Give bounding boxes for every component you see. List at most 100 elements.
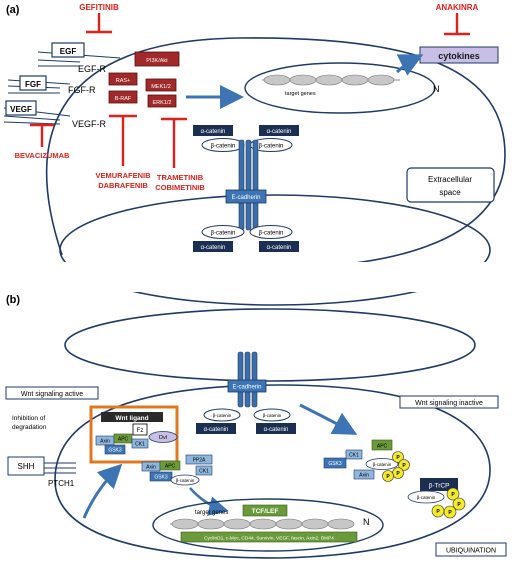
- alpha-catenin-a1-label: α-catenin: [201, 129, 226, 135]
- ck1-box-3: [345, 449, 363, 460]
- egf-label: EGF: [60, 47, 77, 56]
- beta-catenin-b3: [170, 474, 200, 486]
- beta-catenin-a4-label: β-catenin: [259, 231, 284, 237]
- phosphate-2d-label: P: [436, 509, 440, 515]
- ck1-box-1: [131, 438, 149, 449]
- phosphate-2c-label: P: [448, 510, 452, 516]
- beta-catenin-b1-label: β-catenin: [213, 413, 232, 418]
- alpha-catenin-a4-box: [259, 241, 299, 252]
- phosphate-group-2: [431, 487, 466, 519]
- mek-label: MEK1/2: [151, 84, 171, 90]
- vegf-box: [5, 100, 37, 116]
- target-genes-a-label: target genes: [285, 91, 316, 97]
- phosphate-1d-label: P: [386, 474, 390, 480]
- cytokines-label: cytokines: [438, 51, 480, 61]
- gsk3-label-1: GSK3: [108, 448, 122, 454]
- beta-catenin-b4-label: β-catenin: [373, 462, 392, 467]
- phosphate-2a-label: P: [451, 492, 455, 498]
- ras-box: [108, 72, 138, 86]
- nucleus-to-cytokines-arrow: [395, 54, 424, 76]
- extracellular-space-box: [406, 167, 495, 203]
- anakinra-label: ANAKINRA: [436, 3, 479, 12]
- lower-cell-membrane: [59, 194, 491, 306]
- beta-catenin-a3: [201, 225, 245, 239]
- beta-catenin-b2: [253, 408, 291, 422]
- gsk3-box-3: [323, 457, 347, 469]
- inhibition-label-line1: Inhibition of: [12, 415, 45, 422]
- alpha-catenin-b1-label: α-catenin: [204, 427, 229, 433]
- wnt-active-label: Wnt signaling active: [21, 391, 83, 398]
- target-genes-b-label: target genes: [195, 510, 228, 516]
- beta-catenin-b3-label: β-catenin: [176, 478, 195, 483]
- phosphate-1c-label: P: [396, 471, 400, 477]
- trametinib-inhibitor-icon: [161, 117, 187, 168]
- nucleosomes-a: [263, 74, 395, 86]
- beta-catenin-b4: [365, 458, 399, 470]
- braf-label: B-RAF: [115, 96, 132, 102]
- dvl-ellipse: [148, 431, 178, 443]
- btrcp-label: β-TrCP: [429, 483, 450, 490]
- alpha-catenin-b2-box: [256, 423, 296, 434]
- wnt-ligand-box: [101, 412, 163, 422]
- braf-box: [108, 90, 138, 104]
- alpha-catenin-a3-label: α-catenin: [201, 245, 226, 251]
- gsk3-label-2: GSK3: [154, 475, 168, 481]
- cobimetinib-label: COBIMETINIB: [155, 183, 205, 192]
- vemurafenib-label: VEMURAFENIB: [95, 171, 151, 180]
- dabrafenib-label: DABRAFENIB: [98, 181, 148, 190]
- trametinib-label: TRAMETINIB: [157, 173, 204, 182]
- phosphate-2b-label: P: [457, 502, 461, 508]
- nucleus-b: [152, 498, 384, 552]
- e-cadherin-a-label: E-cadherin: [231, 195, 260, 201]
- e-cadherin-b-rods: [237, 351, 258, 408]
- fz-box: [132, 423, 148, 436]
- gsk3-box-2: [149, 471, 173, 482]
- shh-box: [7, 456, 45, 476]
- vegfr-label: VEGF-R: [72, 119, 107, 129]
- fgf-box: [19, 75, 47, 91]
- e-cadherin-b-box: [227, 379, 267, 393]
- anakinra-inhibitor-icon: [444, 13, 470, 36]
- btrcp-box: [420, 478, 458, 491]
- gene-list-box: [180, 531, 358, 543]
- ck1-box-2: [195, 465, 213, 476]
- beta-catenin-b5-label: β-catenin: [417, 495, 436, 500]
- gene-list-label: CyclinD1, c-Myc, CD44, Survivin, VEGF, f…: [204, 536, 334, 542]
- wnt-ligand-label: Wnt ligand: [115, 415, 148, 422]
- apc-box-2: [159, 460, 181, 471]
- apc-box-3: [371, 439, 393, 451]
- beta-catenin-b5: [407, 490, 445, 504]
- vegf-label: VEGF: [10, 105, 32, 114]
- pp2a-label: PP2A: [193, 458, 206, 464]
- egfr-label: EGF-R: [78, 64, 106, 74]
- wnt-inactive-label: Wnt signaling inactive: [415, 400, 483, 407]
- alpha-catenin-a2-label: α-catenin: [267, 129, 292, 135]
- lower-cell-b-membrane: [54, 384, 491, 559]
- beta-catenin-a4: [249, 225, 293, 239]
- wnt-active-highlight-box: [89, 405, 179, 464]
- axin-label-1: Axin: [100, 439, 110, 445]
- gefitinib-label: GEFITINIB: [79, 3, 119, 12]
- vemurafenib-inhibitor-icon: [109, 114, 137, 166]
- nucleus-a-label: N: [433, 84, 440, 94]
- mek-box: [145, 78, 177, 92]
- kinase-boxes: [108, 51, 180, 108]
- tcf-lef-box: [242, 504, 288, 517]
- egf-box: [51, 42, 85, 58]
- alpha-catenin-a3-box: [193, 241, 233, 252]
- gsk3-label-3: GSK3: [328, 461, 342, 467]
- beta-catenin-a2-label: β-catenin: [259, 144, 284, 150]
- alpha-catenin-b2-label: α-catenin: [264, 427, 289, 433]
- gefitinib-inhibitor-icon: [86, 13, 112, 34]
- beta-catenin-b1: [203, 408, 241, 422]
- e-cadherin-a-rods: [238, 139, 259, 231]
- dvl-label: Dvl: [159, 435, 167, 441]
- ptch1-receptor-lines: [44, 462, 76, 474]
- fgfr-label: FGF-R: [68, 85, 96, 95]
- erk-label: ERK1/2: [153, 100, 172, 106]
- phosphate-1b-label: P: [402, 463, 406, 469]
- apc-label-1: APC: [118, 437, 129, 443]
- wnt-inactive-box: [399, 395, 499, 409]
- phosphate-group-1: [382, 451, 410, 482]
- shh-label: SHH: [18, 462, 35, 471]
